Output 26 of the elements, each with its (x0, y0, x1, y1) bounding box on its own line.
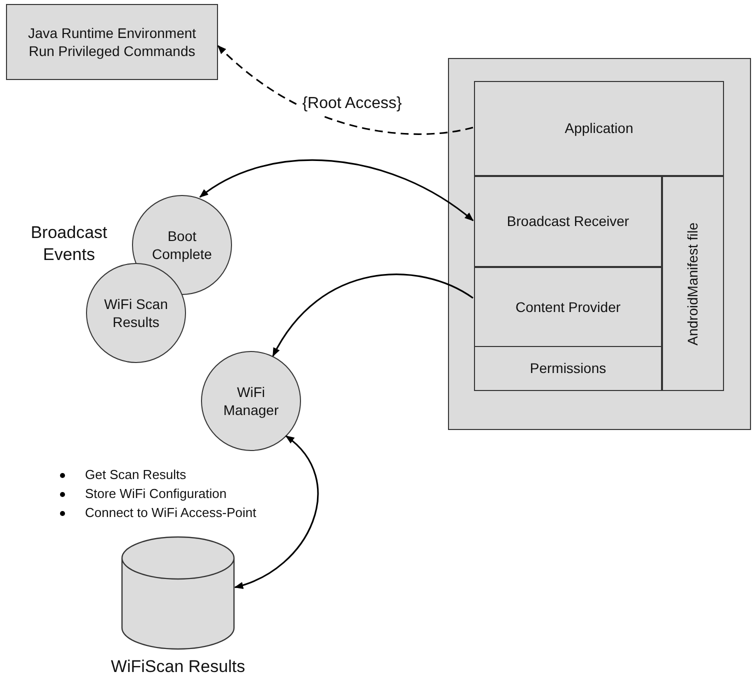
curved-arrow (272, 274, 474, 357)
bullet-item: Connect to WiFi Access-Point (60, 504, 256, 523)
node-label: Run Privileged Commands (28, 42, 196, 60)
group-label: Broadcast Events (30, 222, 108, 266)
component-box (474, 267, 662, 347)
bullet-item: Get Scan Results (60, 466, 256, 485)
component-box (474, 176, 662, 267)
curved-arrow (234, 435, 319, 588)
node-label: Application (564, 119, 634, 138)
component-box (474, 346, 662, 391)
node-label: WiFi Manager (222, 382, 280, 420)
node-label: Java Runtime Environment (28, 24, 196, 42)
component-box (448, 58, 751, 430)
node-label: AndroidManifest file (684, 222, 702, 345)
component-box (474, 81, 724, 176)
component-box (662, 176, 724, 391)
curved-arrow (199, 159, 474, 222)
node-label: Boot Complete (151, 226, 213, 264)
component-box (6, 4, 218, 80)
node-label: Broadcast Receiver (506, 212, 630, 231)
node-label: Permissions (530, 359, 606, 378)
node-label: Content Provider (515, 298, 621, 316)
bullet-item: Store WiFi Configuration (60, 484, 256, 504)
node-label: WiFi Scan Results (103, 294, 169, 332)
curved-arrow (217, 45, 474, 135)
node-caption: WiFiScan Results (110, 656, 246, 678)
